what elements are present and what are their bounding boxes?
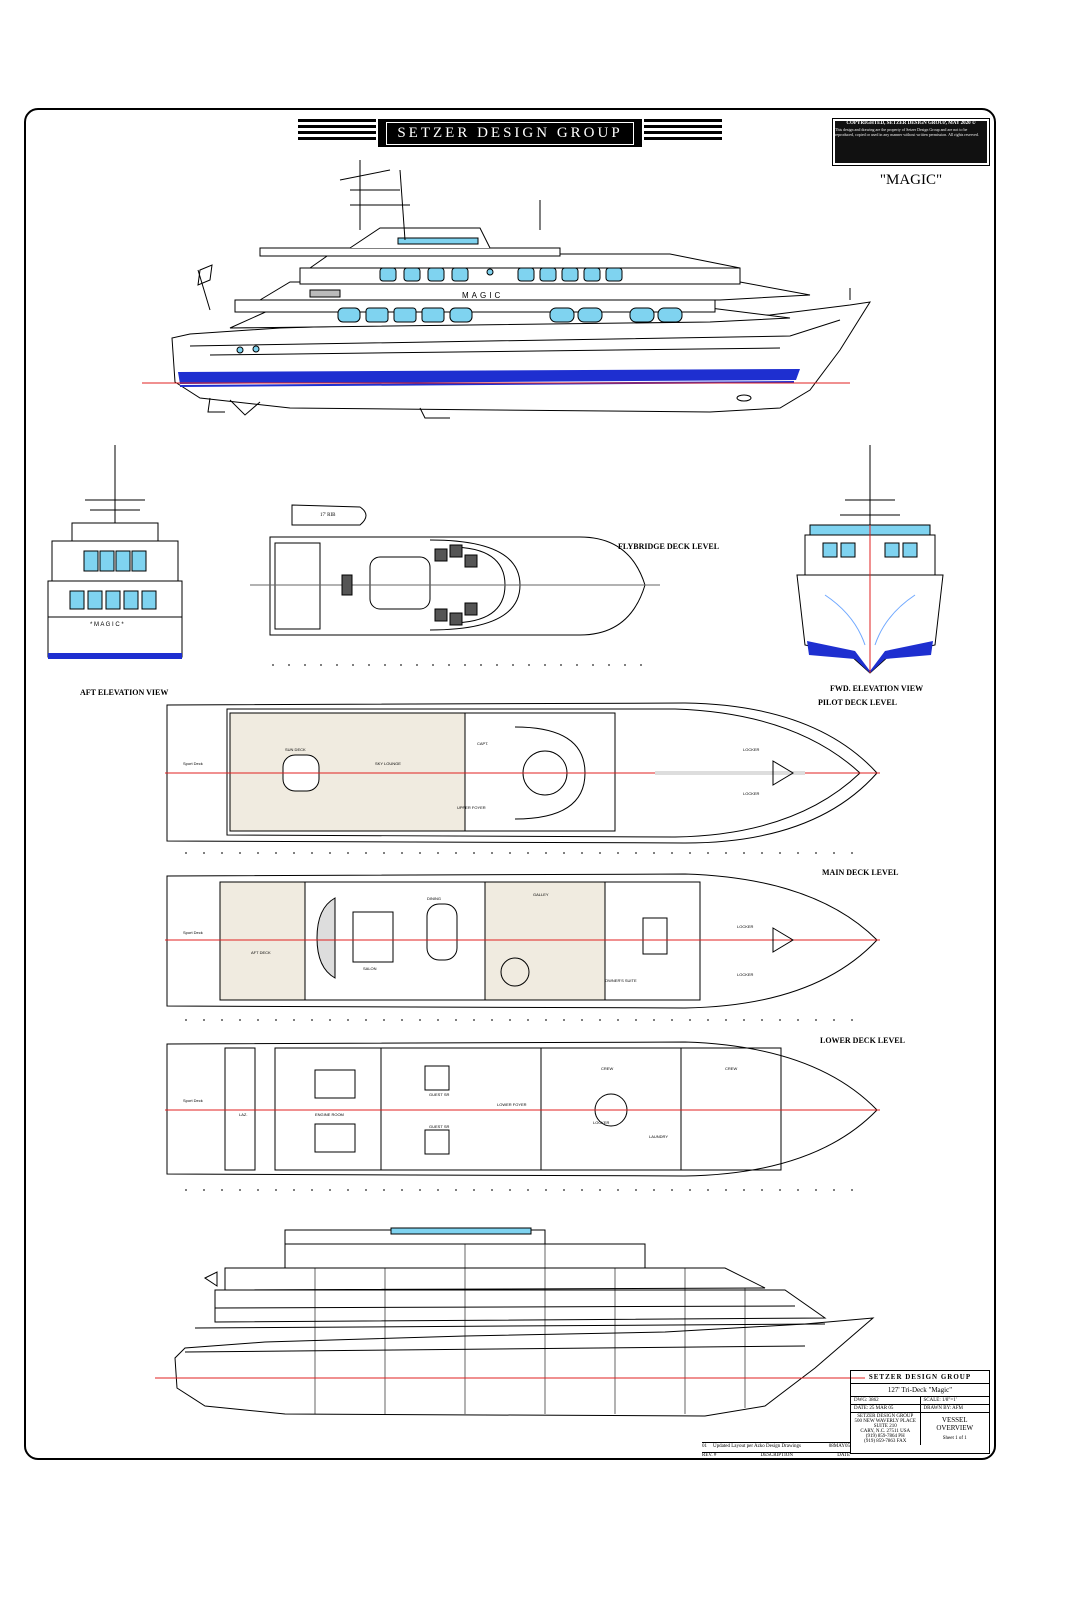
label-flybridge-deck: FLYBRIDGE DECK LEVEL: [618, 542, 720, 551]
upper-deckhouse: [258, 281, 811, 301]
rev-date-label: DATE: [837, 1453, 850, 1458]
inboard-profile: [155, 1227, 875, 1417]
pilot-capt: CAPT.: [477, 741, 488, 746]
title-block: SETZER DESIGN GROUP 127' Tri-Deck "Magic…: [850, 1370, 990, 1454]
drawing-border: [24, 108, 996, 1460]
tb-address3: SUITE 210: [873, 1424, 897, 1429]
banner-right-rules: [644, 119, 722, 147]
pilot-sport-deck: Sport Deck: [183, 761, 203, 766]
banner-title-box: SETZER DESIGN GROUP: [378, 119, 642, 147]
pilot-locker-1: LOCKER: [743, 747, 760, 752]
rev-date: 08MAY05: [828, 1444, 850, 1449]
tb-scale: 1/8"=1': [941, 1398, 957, 1403]
pilot-sun-deck: SUN DECK: [285, 747, 306, 752]
tb-address4: CARY, N.C. 27511 USA: [860, 1429, 911, 1434]
revision-block: 01 Updated Layout per Azko Design Drawin…: [702, 1442, 850, 1460]
label-main-deck: MAIN DECK LEVEL: [822, 868, 899, 877]
rev-desc-label: DESCRIPTION: [760, 1453, 794, 1458]
rev-number: 01: [702, 1444, 707, 1449]
tb-phone: (919) 859-7864 PH: [865, 1434, 905, 1439]
firm-banner: SETZER DESIGN GROUP: [298, 119, 722, 147]
boot-stripe: [178, 369, 800, 384]
main-salon: SALON: [363, 966, 377, 971]
tender-label: 17' RIB: [320, 513, 336, 518]
tb-sheets: 1: [964, 1436, 967, 1441]
tb-date-label: DATE:: [854, 1406, 869, 1411]
main-locker-1: LOCKER: [737, 924, 754, 929]
tb-dwg: 3862: [868, 1398, 879, 1403]
tb-address1: SETZER DESIGN GROUP: [857, 1414, 914, 1419]
label-lower-deck: LOWER DECK LEVEL: [820, 1036, 905, 1045]
main-deck-plan: Sport Deck AFT DECK SALON DINING GALLEY …: [165, 873, 880, 1021]
tb-project: 127' Tri-Deck "Magic": [887, 1386, 953, 1394]
lower-deck-plan: Sport Deck LAZ. ENGINE ROOM GUEST SR GUE…: [165, 1041, 880, 1191]
label-fwd-elevation: FWD. ELEVATION VIEW: [830, 684, 924, 693]
hull-lettering: MAGIC: [462, 291, 503, 300]
main-sport-deck: Sport Deck: [183, 930, 203, 935]
lower-engine-room: ENGINE ROOM: [315, 1112, 344, 1117]
flybridge-plan: 17' RIB: [250, 504, 660, 666]
tb-address2: 500 NEW WAVERLY PLACE: [854, 1419, 916, 1424]
lower-sport-deck: Sport Deck: [183, 1098, 203, 1103]
lower-laundry: LAUNDRY: [649, 1134, 668, 1139]
lower-crew-1: CREW: [601, 1066, 613, 1071]
main-owners-suite: OWNER'S SUITE: [605, 978, 637, 983]
pilot-sky-lounge: SKY LOUNGE: [375, 761, 401, 766]
lower-crew-2: CREW: [725, 1066, 737, 1071]
copyright-notice: COPYRIGHTED, SETZER DESIGN GROUP, MAY 20…: [832, 118, 990, 166]
tb-sheet: 1: [955, 1436, 958, 1441]
flybridge-deck: [259, 247, 561, 257]
main-aft-deck: AFT DECK: [251, 950, 271, 955]
lower-laz: LAZ.: [239, 1112, 247, 1117]
pilot-deck-plan: Sport Deck SUN DECK SKY LOUNGE UPPER FOY…: [165, 702, 880, 854]
tb-dwg-label: DWG:: [854, 1398, 868, 1403]
tb-drawn-label: DRAWN BY:: [923, 1406, 952, 1411]
tb-sheet-title1: VESSEL: [941, 1416, 968, 1424]
pilot-upper-foyer: UPPER FOYER: [457, 805, 486, 810]
label-pilot-deck: PILOT DECK LEVEL: [818, 698, 897, 707]
rev-label: REV. #: [702, 1453, 717, 1458]
vessel-name: "MAGIC": [879, 172, 943, 188]
main-galley: GALLEY: [533, 892, 549, 897]
tb-scale-label: SCALE:: [923, 1398, 941, 1403]
lower-locker: LOCKER: [593, 1120, 610, 1125]
banner-title: SETZER DESIGN GROUP: [386, 121, 634, 145]
lower-guest-2: GUEST SR: [429, 1124, 449, 1129]
tb-date: 25 MAR 05: [869, 1406, 894, 1411]
tb-of-label: of: [958, 1436, 964, 1441]
tb-sheet-title2: OVERVIEW: [936, 1424, 974, 1432]
tb-firm: SETZER DESIGN GROUP: [868, 1373, 972, 1381]
copyright-title: COPYRIGHTED, SETZER DESIGN GROUP, MAY 20…: [846, 121, 976, 126]
fwd-elevation: [796, 445, 944, 674]
lower-guest-1: GUEST SR: [429, 1092, 449, 1097]
copyright-body: This design and drawing are the property…: [835, 127, 979, 137]
transom-lettering: * M A G I C *: [90, 622, 124, 628]
tender: [291, 504, 367, 526]
tb-sheet-label: Sheet: [942, 1436, 954, 1441]
aft-elevation: * M A G I C *: [47, 445, 183, 659]
tb-fax: (919) 859-7863 FAX: [864, 1439, 907, 1444]
main-dining: DINING: [427, 896, 441, 901]
main-locker-2: LOCKER: [737, 972, 754, 977]
pilot-locker-2: LOCKER: [743, 791, 760, 796]
rev-description: Updated Layout per Azko Design Drawings: [713, 1444, 801, 1449]
banner-left-rules: [298, 119, 376, 147]
profile-view: MAGIC: [142, 160, 871, 419]
tb-drawn: AFM: [952, 1406, 963, 1411]
lower-foyer: LOWER FOYER: [497, 1102, 527, 1107]
label-aft-elevation: AFT ELEVATION VIEW: [80, 688, 169, 697]
stern-flag: [197, 264, 213, 286]
